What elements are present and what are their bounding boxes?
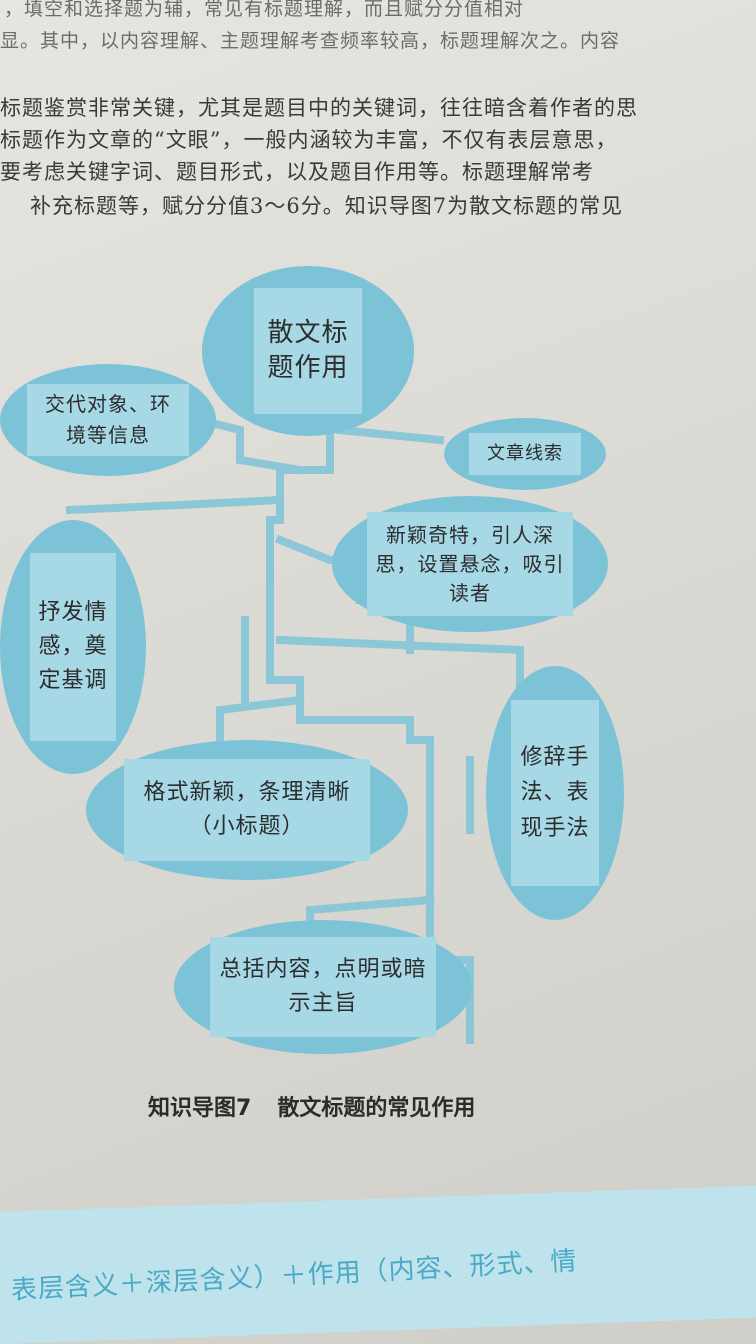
intro-line-4: 标题作为文章的“文眼”，一般内涵较为丰富，不仅有表层意思， — [0, 128, 618, 152]
node-right1: 文章线索 — [444, 418, 606, 490]
intro-line-1: ，填空和选择题为辅，常见有标题理解，而且赋分分值相对 — [4, 0, 525, 20]
node-right1-label: 文章线索 — [469, 433, 581, 475]
node-left1-label: 交代对象、环境等信息 — [27, 384, 189, 456]
intro-line-3: 标题鉴赏非常关键，尤其是题目中的关键词，往往暗含着作者的思 — [0, 96, 638, 120]
node-right2-label: 新颖奇特，引人深思，设置悬念，吸引读者 — [367, 512, 573, 616]
intro-line-2: 显。其中，以内容理解、主题理解考查频率较高，标题理解次之。内容 — [0, 30, 621, 52]
node-center1-label: 格式新颖，条理清晰（小标题） — [124, 759, 370, 861]
center-node: 散文标题作用 — [202, 266, 414, 436]
node-left1: 交代对象、环境等信息 — [0, 364, 216, 476]
node-right2: 新颖奇特，引人深思，设置悬念，吸引读者 — [332, 496, 608, 632]
node-right3-label: 修辞手法、表现手法 — [511, 700, 599, 886]
branch-to-right1 — [335, 425, 445, 445]
figure-caption: 知识导图7 散文标题的常见作用 — [148, 1090, 501, 1122]
center-label: 散文标题作用 — [254, 288, 362, 414]
branch-to-left1 — [195, 415, 305, 475]
caption-title: 散文标题的常见作用 — [277, 1096, 476, 1121]
caption-label: 知识导图7 — [148, 1096, 252, 1121]
node-left2-label: 抒发情感，奠定基调 — [30, 553, 116, 741]
node-left2: 抒发情感，奠定基调 — [0, 520, 146, 774]
node-center2-label: 总括内容，点明或暗示主旨 — [210, 937, 436, 1037]
branch-to-right3 — [275, 635, 524, 694]
node-right3: 修辞手法、表现手法 — [486, 666, 624, 920]
node-center1: 格式新颖，条理清晰（小标题） — [86, 740, 408, 880]
intro-line-5: 要考虑关键字词、题目形式，以及题目作用等。标题理解常考 — [0, 160, 594, 184]
branch-to-left2 — [65, 495, 285, 515]
node-center2: 总括内容，点明或暗示主旨 — [174, 920, 472, 1054]
intro-line-6: 补充标题等，赋分分值3～6分。知识导图7为散文标题的常见 — [30, 194, 624, 218]
